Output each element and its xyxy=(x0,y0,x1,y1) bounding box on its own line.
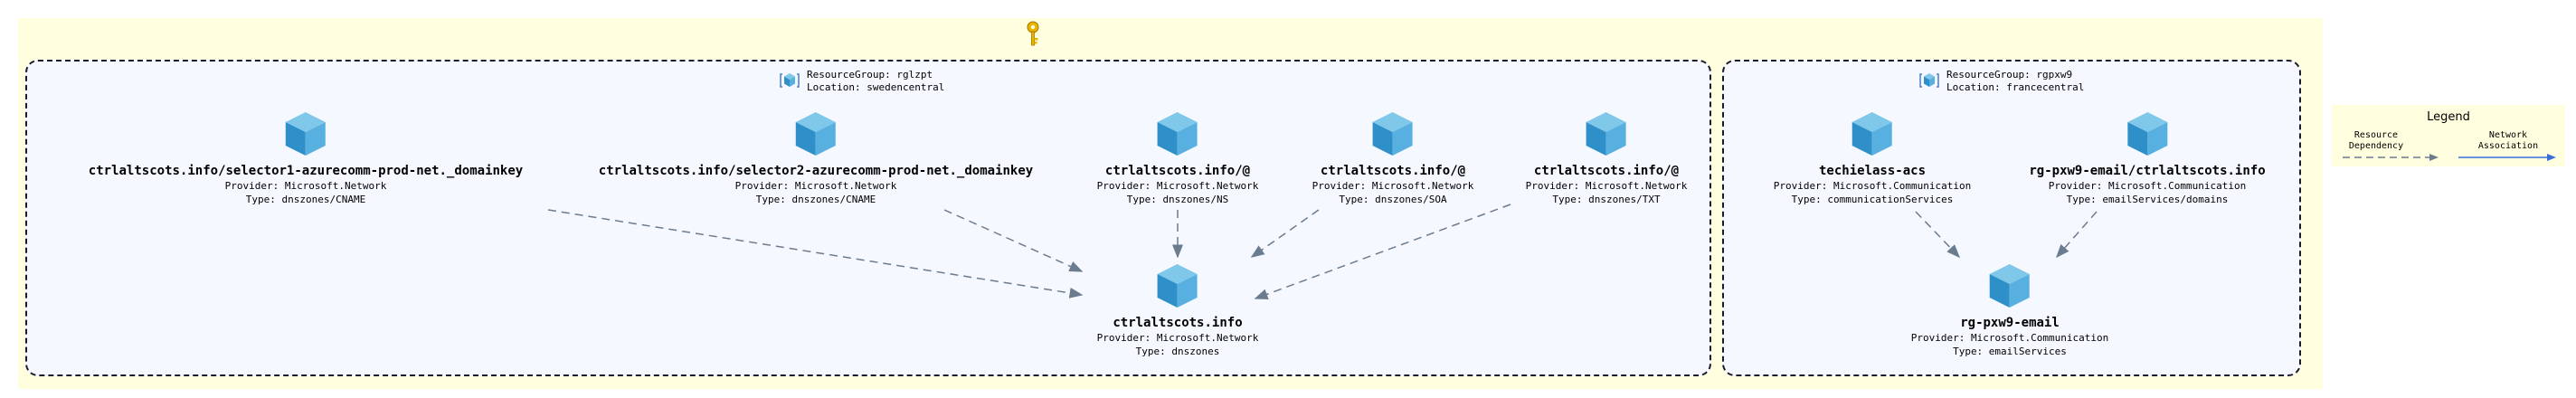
resource-title: techielass-acs xyxy=(1818,164,1927,178)
legend-network-line1: Network xyxy=(2488,130,2528,140)
resource-cube-icon xyxy=(1158,112,1198,156)
resource-type: Type: emailServices/domains xyxy=(2066,194,2229,205)
legend-dependency-line2: Dependency xyxy=(2348,141,2404,151)
resource-cube-icon xyxy=(1852,112,1892,156)
resource-node[interactable]: ctrlaltscots.info Provider: Microsoft.Ne… xyxy=(1096,262,1259,358)
resource-group-header: ResourceGroup: rgpxw9 Location: francece… xyxy=(1919,69,2084,94)
resource-node[interactable]: rg-pxw9-email Provider: Microsoft.Commun… xyxy=(1910,262,2109,358)
resource-node[interactable]: rg-pxw9-email/ctrlaltscots.info Provider… xyxy=(2029,110,2266,206)
resource-group-location: Location: francecentral xyxy=(1946,81,2085,93)
legend: Legend Resource Dependency Network Assoc… xyxy=(2332,105,2565,166)
resource-type: Type: emailServices xyxy=(1953,346,2067,357)
resource-type: Type: communicationServices xyxy=(1791,194,1954,205)
resource-node[interactable]: ctrlaltscots.info/@ Provider: Microsoft.… xyxy=(1096,110,1259,206)
resource-title: ctrlaltscots.info/@ xyxy=(1104,164,1251,178)
resource-cube-icon xyxy=(286,112,326,156)
resource-type: Type: dnszones/CNAME xyxy=(245,194,366,205)
resource-provider: Provider: Microsoft.Communication xyxy=(1773,180,1972,192)
resource-cube-icon xyxy=(1373,112,1413,156)
resource-provider: Provider: Microsoft.Network xyxy=(1096,332,1259,344)
resource-provider: Provider: Microsoft.Network xyxy=(1096,180,1259,192)
key-icon xyxy=(1027,21,1039,46)
resource-provider: Provider: Microsoft.Network xyxy=(1312,180,1474,192)
resource-cube-icon xyxy=(796,112,836,156)
resource-group-icon xyxy=(780,73,800,88)
resource-cube-icon xyxy=(2126,112,2167,156)
legend-network-swatch xyxy=(2458,154,2556,161)
resource-type: Type: dnszones/NS xyxy=(1126,194,1229,205)
resource-type: Type: dnszones/CNAME xyxy=(755,194,876,205)
resource-provider: Provider: Microsoft.Network xyxy=(224,180,387,192)
resource-node[interactable]: ctrlaltscots.info/@ Provider: Microsoft.… xyxy=(1525,110,1688,206)
resource-group-container xyxy=(1722,60,2301,376)
resource-cube-icon xyxy=(1586,112,1626,156)
resource-node[interactable]: ctrlaltscots.info/@ Provider: Microsoft.… xyxy=(1312,110,1474,206)
resource-title: rg-pxw9-email xyxy=(1960,316,2060,330)
legend-network-line2: Association xyxy=(2477,141,2539,151)
resource-cube-icon xyxy=(1158,264,1198,308)
resource-title: ctrlaltscots.info/@ xyxy=(1320,164,1466,178)
legend-network-label: Network Association xyxy=(2467,130,2549,152)
resource-type: Type: dnszones/SOA xyxy=(1339,194,1447,205)
resource-provider: Provider: Microsoft.Network xyxy=(734,180,897,192)
resource-group-container xyxy=(25,60,1711,376)
resource-node[interactable]: techielass-acs Provider: Microsoft.Commu… xyxy=(1773,110,1972,206)
resource-title: rg-pxw9-email/ctrlaltscots.info xyxy=(2029,164,2266,178)
resource-title: ctrlaltscots.info xyxy=(1113,316,1243,330)
resource-title: ctrlaltscots.info/selector1-azurecomm-pr… xyxy=(88,164,524,178)
resource-group-icon xyxy=(1919,73,1939,88)
legend-dependency-line1: Resource xyxy=(2353,130,2399,140)
resource-title: ctrlaltscots.info/selector2-azurecomm-pr… xyxy=(598,164,1034,178)
resource-provider: Provider: Microsoft.Communication xyxy=(2048,180,2247,192)
legend-dependency-swatch xyxy=(2343,154,2439,161)
resource-title: ctrlaltscots.info/@ xyxy=(1533,164,1680,178)
resource-group-location: Location: swedencentral xyxy=(807,81,945,93)
resource-cube-icon xyxy=(1989,264,2030,308)
resource-type: Type: dnszones xyxy=(1135,346,1220,357)
resource-group-name: ResourceGroup: rglzpt xyxy=(807,69,933,81)
resource-type: Type: dnszones/TXT xyxy=(1552,194,1661,205)
resource-group-header: ResourceGroup: rglzpt Location: swedence… xyxy=(780,69,944,94)
resource-node[interactable]: ctrlaltscots.info/selector1-azurecomm-pr… xyxy=(89,110,523,206)
resource-provider: Provider: Microsoft.Network xyxy=(1525,180,1688,192)
resource-node[interactable]: ctrlaltscots.info/selector2-azurecomm-pr… xyxy=(599,110,1033,206)
legend-title: Legend xyxy=(2427,110,2470,124)
legend-dependency-label: Resource Dependency xyxy=(2344,130,2408,152)
resource-group-name: ResourceGroup: rgpxw9 xyxy=(1946,69,2073,81)
resource-provider: Provider: Microsoft.Communication xyxy=(1910,332,2109,344)
